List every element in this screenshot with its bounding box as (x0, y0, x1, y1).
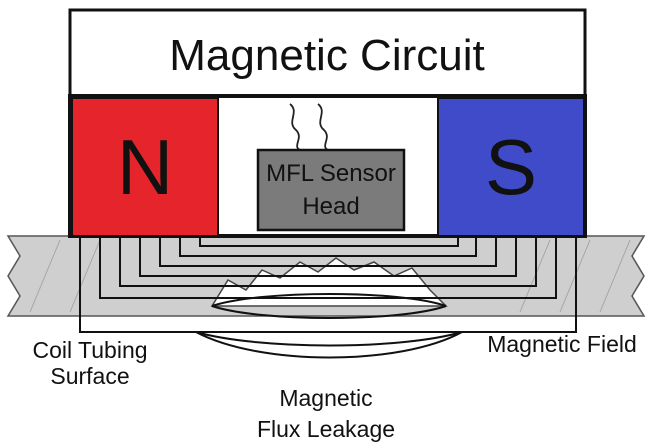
north-pole (71, 97, 219, 237)
south-pole-label: S (485, 123, 537, 211)
defect-notch (210, 257, 448, 307)
flux-leakage-lines (195, 293, 463, 359)
flux-leakage-label-line1: Magnetic (279, 385, 372, 411)
coil-tubing-label-line1: Coil Tubing (32, 337, 147, 363)
magnetic-field-lines (79, 236, 577, 333)
magnetic-field-label: Magnetic Field (487, 331, 637, 357)
sensor-label-line2: Head (302, 193, 359, 220)
mfl-sensor-head (256, 148, 406, 232)
sensor-cables (289, 103, 329, 151)
south-pole (437, 97, 585, 237)
north-pole-label: N (117, 123, 173, 211)
flux-leakage-label-line2: Flux Leakage (257, 416, 395, 442)
sensor-label-line1: MFL Sensor (266, 160, 396, 187)
coil-tubing-label-line2: Surface (50, 363, 129, 389)
magnetic-circuit-title: Magnetic Circuit (169, 31, 484, 80)
